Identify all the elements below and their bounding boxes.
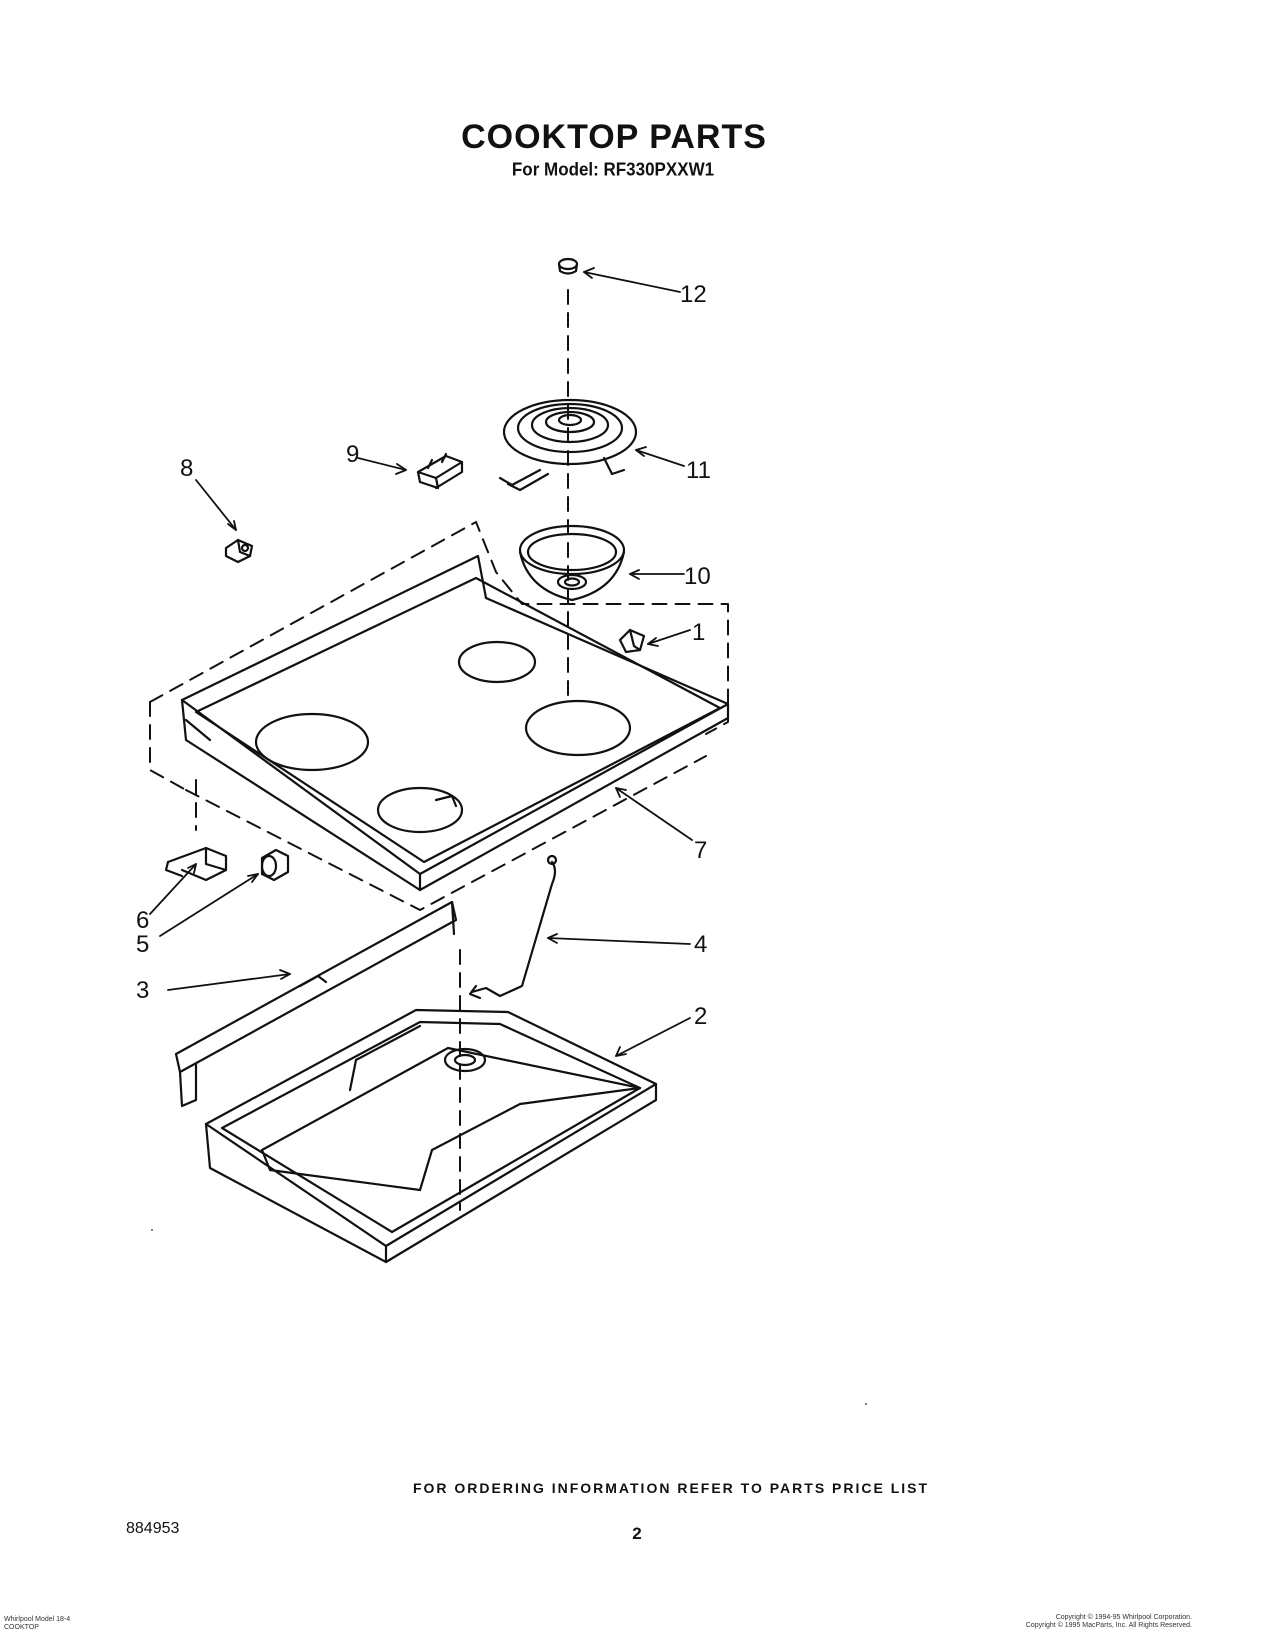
copyright-line-1: Copyright © 1994-95 Whirlpool Corporatio…: [1055, 1614, 1192, 1621]
callout-11: 11: [686, 457, 711, 484]
copyright-line-2: Copyright © 1995 MacParts, Inc. All Righ…: [1025, 1622, 1192, 1629]
part-11-surface-element: [498, 398, 638, 492]
callout-10: 10: [684, 563, 711, 590]
part-2-lower-tray: [204, 1008, 658, 1264]
page-number: 2: [632, 1524, 642, 1543]
callout-leaders: [149, 267, 693, 1057]
part-12-knob: [557, 257, 579, 275]
callout-3: 3: [136, 977, 149, 1004]
ordering-note: FOR ORDERING INFORMATION REFER TO PARTS …: [412, 1480, 930, 1496]
part-4-rod: [468, 854, 558, 1000]
callout-5: 5: [136, 931, 149, 958]
callout-4: 4: [694, 931, 707, 958]
part-5-grommet: [260, 848, 290, 882]
part-6-switch: [164, 846, 228, 882]
callout-12: 12: [680, 281, 707, 308]
callout-9: 9: [346, 441, 359, 468]
part-3-front-strip: [174, 900, 458, 1108]
assembly-dashed-outline: [149, 289, 729, 1211]
part-1-bracket: [618, 628, 646, 654]
tiny-left-imprint: Whirlpool Model 18-4 COOKTOP: [4, 1616, 70, 1632]
model-subtitle: For Model: RF330PXXW1: [511, 159, 715, 180]
part-10-drip-bowl: [518, 524, 626, 602]
callout-7: 7: [694, 837, 707, 864]
copyright-notice: Copyright © 1994-95 Whirlpool Corporatio…: [1026, 1614, 1192, 1630]
document-number: 884953: [126, 1520, 180, 1537]
callout-1: 1: [692, 619, 705, 646]
callout-2: 2: [694, 1003, 707, 1030]
part-9-terminal-block: [416, 452, 464, 490]
tiny-left-line-1: Whirlpool Model 18-4: [4, 1616, 71, 1623]
part-8-clip: [224, 538, 254, 564]
callout-8: 8: [180, 455, 193, 482]
part-7-cooktop: [180, 554, 730, 892]
page-title: COOKTOP PARTS: [461, 118, 767, 156]
callout-6: 6: [136, 907, 149, 934]
tiny-left-line-2: COOKTOP: [4, 1624, 39, 1631]
